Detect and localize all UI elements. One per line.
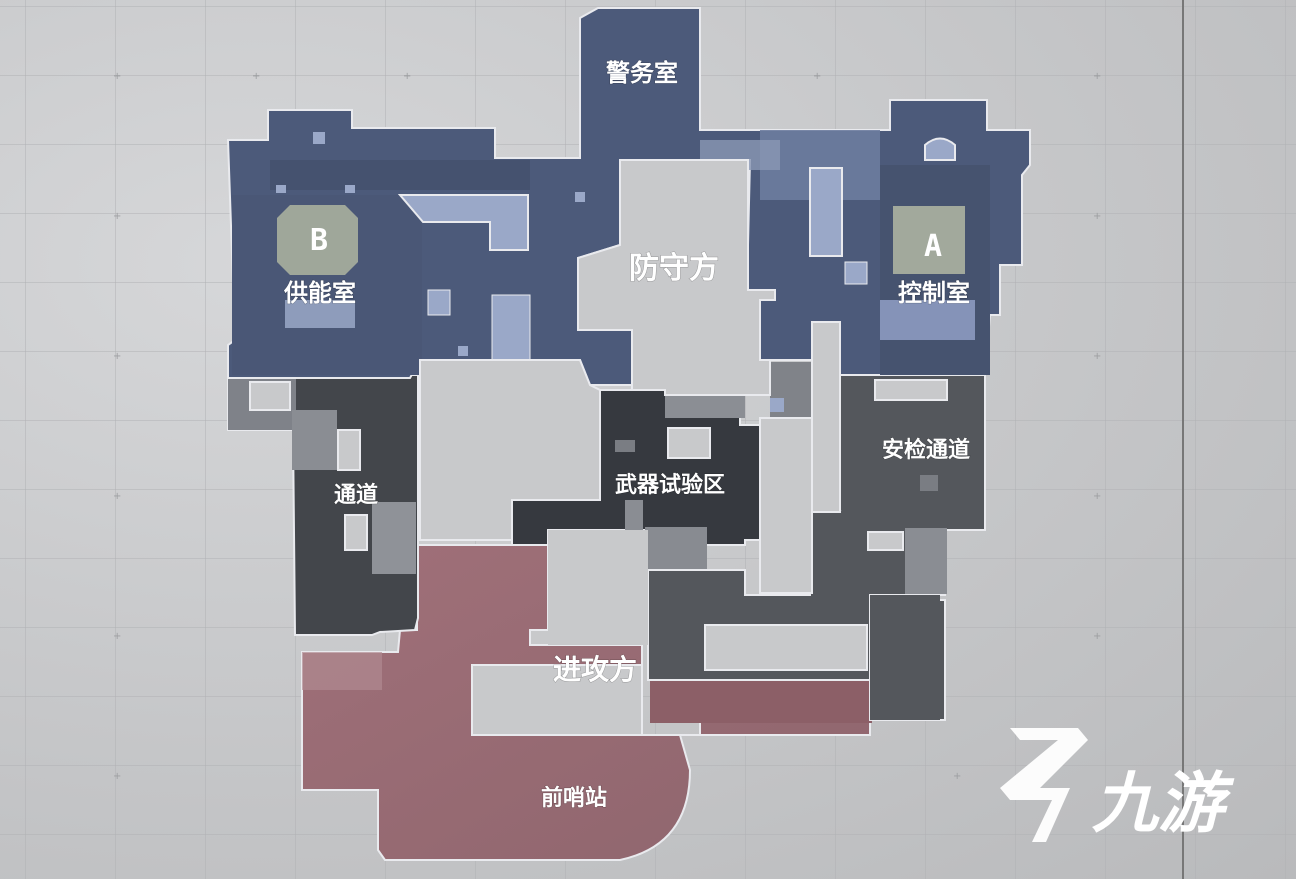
area-label-control-room: 控制室 <box>898 279 970 307</box>
grid-crosses: + + + + + + + + + + + + + + + <box>113 71 1101 782</box>
svg-text:+: + <box>113 351 121 362</box>
svg-text:+: + <box>953 771 961 782</box>
svg-text:+: + <box>113 211 121 222</box>
svg-text:+: + <box>113 491 121 502</box>
mid-zone <box>227 362 986 721</box>
area-label-power-room: 供能室 <box>283 279 356 307</box>
area-label-outpost: 前哨站 <box>541 785 607 811</box>
svg-text:+: + <box>1093 71 1101 82</box>
brand-icon <box>1000 728 1088 842</box>
svg-text:+: + <box>813 71 821 82</box>
defender-zone <box>226 7 1031 645</box>
site-b-pad <box>277 205 358 275</box>
area-label-attacker-spawn: 进攻方 <box>553 653 637 686</box>
svg-text:+: + <box>1093 351 1101 362</box>
attacker-zone <box>301 544 872 861</box>
area-label-defender-spawn: 防守方 <box>629 251 719 286</box>
site-b-letter: B <box>310 223 328 258</box>
svg-text:+: + <box>1093 491 1101 502</box>
brand-text: 九游 <box>1092 765 1235 842</box>
site-a-letter: A <box>924 229 942 264</box>
svg-text:+: + <box>403 71 411 82</box>
svg-text:+: + <box>1093 631 1101 642</box>
svg-text:+: + <box>113 631 121 642</box>
site-a-pad <box>893 206 965 274</box>
area-label-corridor: 通道 <box>334 482 378 508</box>
area-label-surveillance: 警务室 <box>605 59 678 87</box>
svg-text:+: + <box>1093 211 1101 222</box>
watermark-logo: 九游 <box>1000 728 1235 842</box>
svg-text:+: + <box>113 71 121 82</box>
area-label-weapon-test-area: 武器试验区 <box>615 472 725 498</box>
svg-text:+: + <box>113 771 121 782</box>
area-label-security-passage: 安检通道 <box>882 437 970 463</box>
svg-text:+: + <box>252 71 260 82</box>
